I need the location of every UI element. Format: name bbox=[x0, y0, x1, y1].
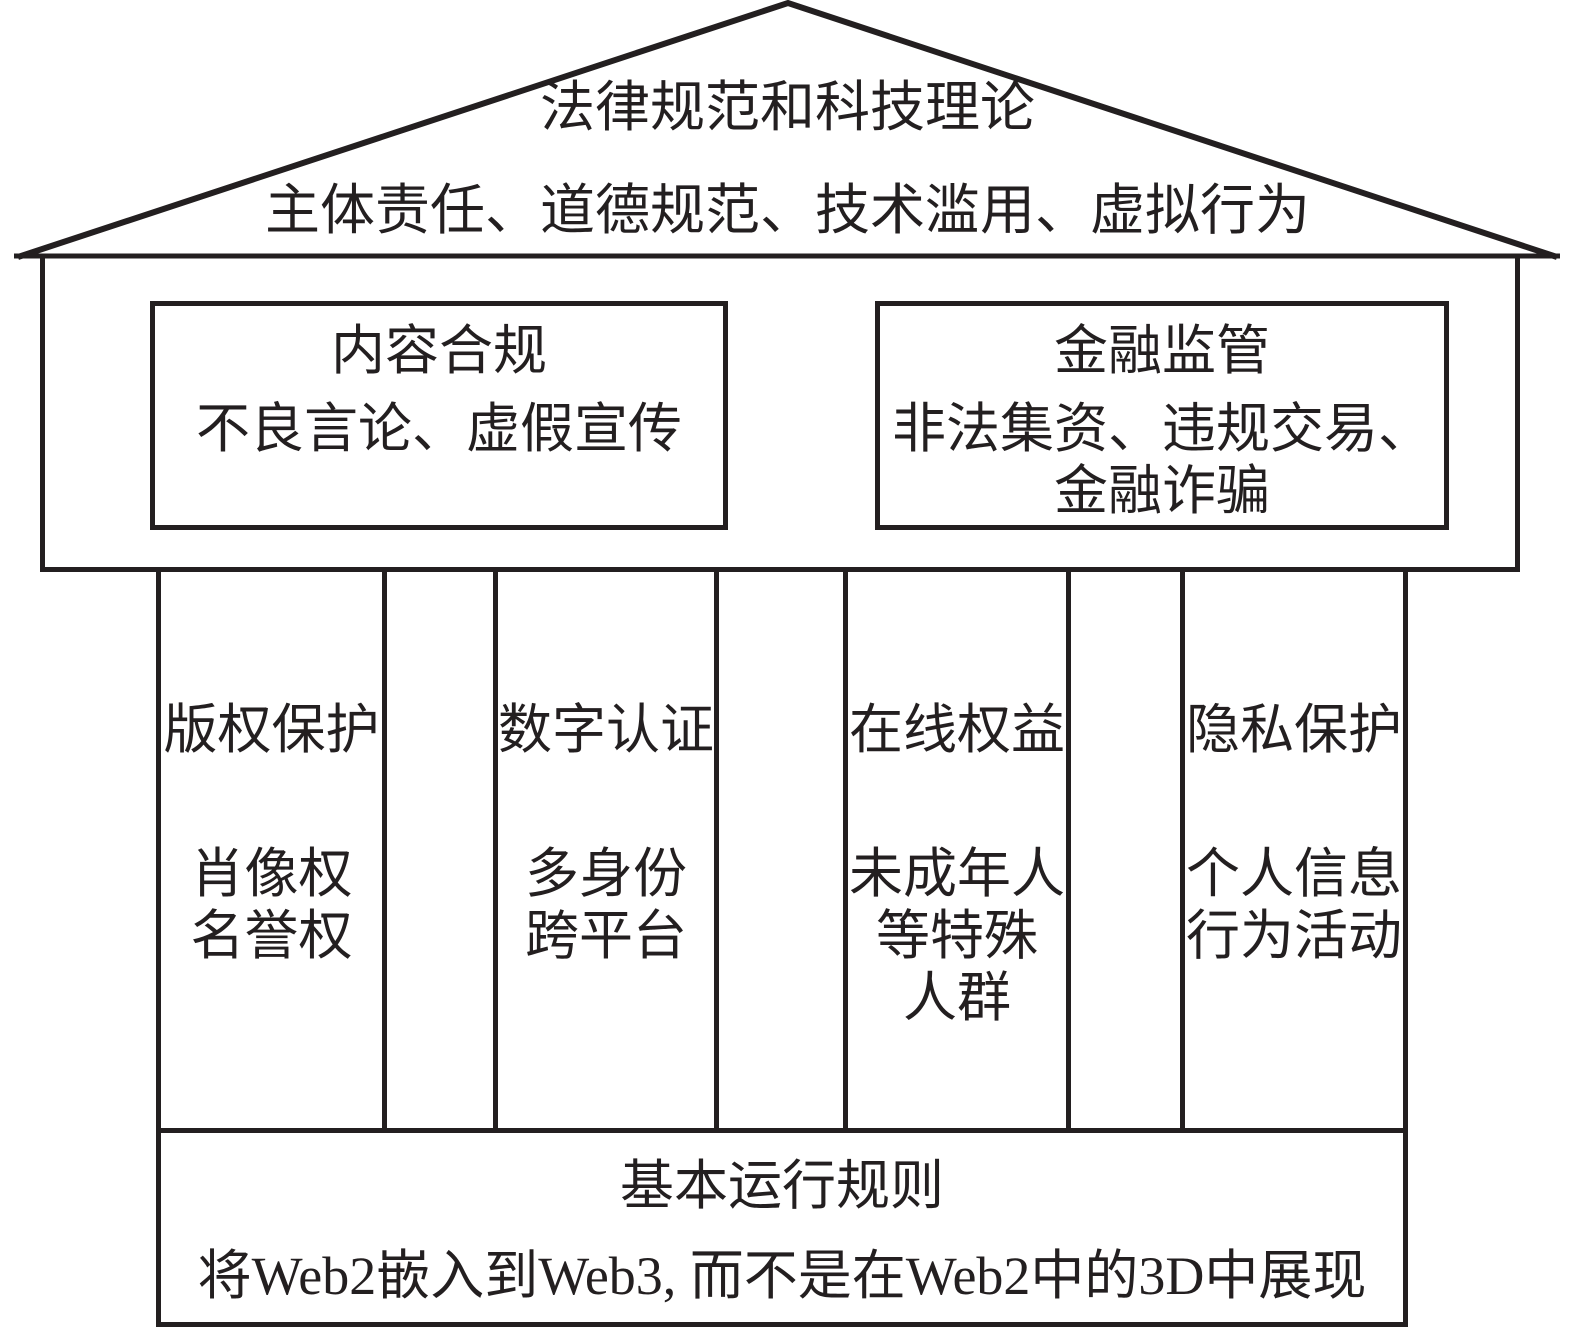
pillar-body: 多身份 跨平台 bbox=[498, 843, 714, 967]
pillar-line: 名誉权 bbox=[190, 906, 353, 966]
pillar-digital-authentication: 数字认证 多身份 跨平台 bbox=[493, 572, 719, 1129]
pillar-line: 多身份 bbox=[525, 844, 687, 904]
financial-regulation-items-line1: 非法集资、违规交易、 bbox=[892, 399, 1432, 459]
pillar-line: 肖像权 bbox=[190, 844, 353, 904]
roof-title: 法律规范和科技理论 bbox=[539, 77, 1035, 138]
pillar-line: 行为活动 bbox=[1186, 906, 1402, 966]
pillar-online-rights: 在线权益 未成年人 等特殊 人群 bbox=[843, 572, 1071, 1129]
financial-regulation-box: 金融监管 非法集资、违规交易、 金融诈骗 bbox=[875, 301, 1449, 530]
pillar-line: 等特殊 bbox=[876, 906, 1038, 966]
pillar-title: 在线权益 bbox=[849, 700, 1065, 760]
pillar-copyright-protection: 版权保护 肖像权 名誉权 bbox=[156, 572, 387, 1129]
pillar-body: 肖像权 名誉权 bbox=[161, 843, 382, 967]
pillar-title: 数字认证 bbox=[498, 700, 714, 760]
pillar-body: 未成年人 等特殊 人群 bbox=[848, 843, 1066, 1029]
financial-regulation-items-line2: 金融诈骗 bbox=[1054, 461, 1270, 521]
pillar-body: 个人信息 行为活动 bbox=[1185, 843, 1403, 967]
pillar-line: 跨平台 bbox=[525, 906, 687, 966]
content-compliance-items: 不良言论、虚假宣传 bbox=[196, 399, 682, 459]
pillar-line: 人群 bbox=[903, 968, 1011, 1028]
pillar-line: 未成年人 bbox=[849, 844, 1065, 904]
base-rules-subtitle: 将Web2嵌入到Web3, 而不是在Web2中的3D中展现 bbox=[197, 1246, 1367, 1306]
pillar-line: 个人信息 bbox=[1186, 844, 1402, 904]
roof-subtitle: 主体责任、道德规范、技术滥用、虚拟行为 bbox=[264, 180, 1310, 241]
content-compliance-box: 内容合规 不良言论、虚假宣传 bbox=[150, 301, 728, 530]
base-rules-title: 基本运行规则 bbox=[620, 1156, 944, 1216]
base-rules-box: 基本运行规则 将Web2嵌入到Web3, 而不是在Web2中的3D中展现 bbox=[156, 1128, 1408, 1327]
content-compliance-title: 内容合规 bbox=[331, 321, 547, 381]
financial-regulation-title: 金融监管 bbox=[1054, 321, 1270, 381]
pillar-privacy-protection: 隐私保护 个人信息 行为活动 bbox=[1180, 572, 1408, 1129]
entablature-band: 内容合规 不良言论、虚假宣传 金融监管 非法集资、违规交易、 金融诈骗 bbox=[40, 256, 1520, 572]
pillar-title: 版权保护 bbox=[163, 700, 380, 760]
roof-slopes bbox=[17, 0, 1558, 260]
pillar-title: 隐私保护 bbox=[1186, 700, 1402, 760]
